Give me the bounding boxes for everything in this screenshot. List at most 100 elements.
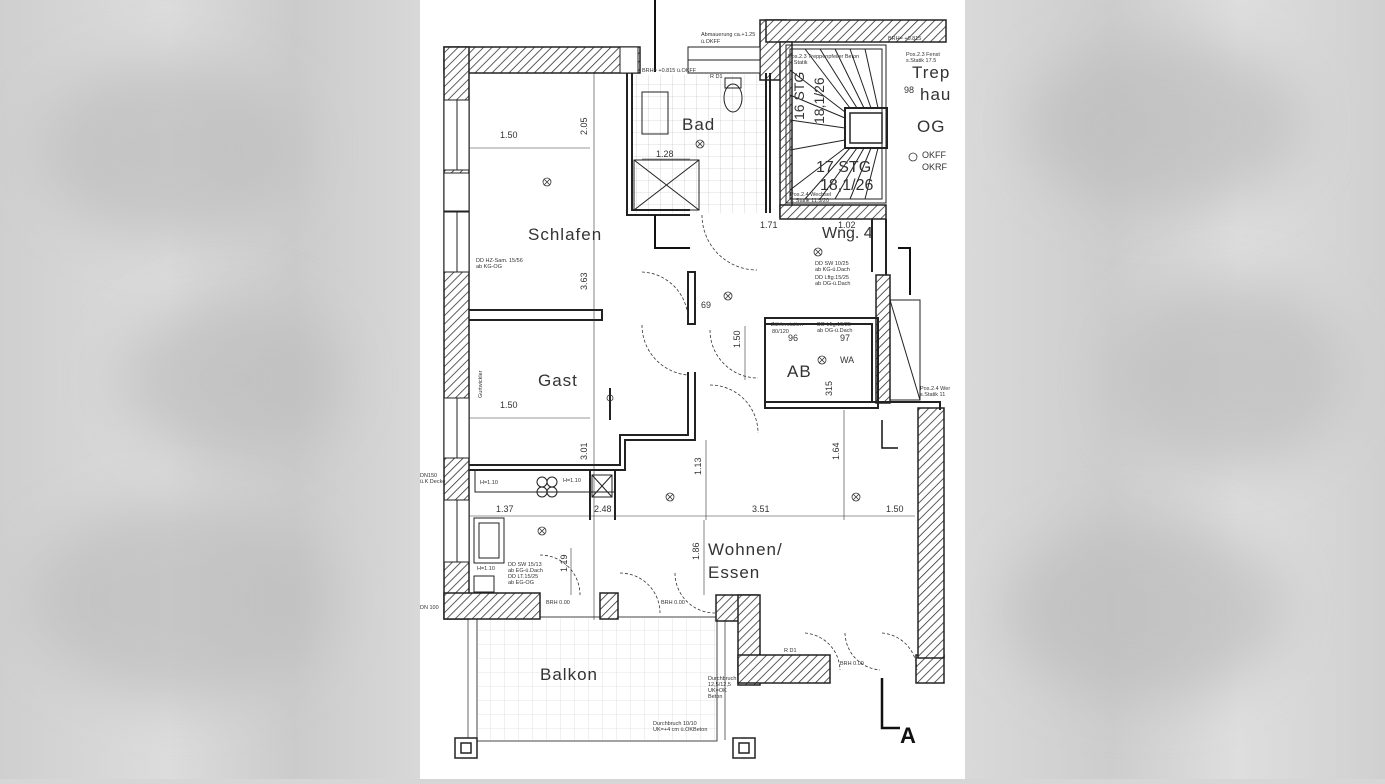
balcony-floor <box>478 618 716 740</box>
ceiling-lights <box>537 139 918 536</box>
bath-fixtures <box>633 77 743 211</box>
room-label-bad: Bad <box>682 115 715 134</box>
dim-label: 3.63 <box>579 272 589 290</box>
dim-label: 2.48 <box>594 504 612 514</box>
note: R D1 <box>784 648 797 654</box>
room-label-gast: Gast <box>538 371 578 390</box>
note: Durchbruch <box>708 676 736 682</box>
note: Durchbruch 10/10 <box>653 721 697 727</box>
note: H=1.10 <box>563 478 581 484</box>
dimension-lines <box>469 73 915 620</box>
dim-label: 1.50 <box>500 130 518 140</box>
note: DD Lftg.15/25 <box>815 275 849 281</box>
note: s.Statik 11 <box>920 392 945 398</box>
dim-label: 2.05 <box>579 117 589 135</box>
dim-label: 3.01 <box>579 442 589 460</box>
door-swings <box>539 214 918 671</box>
note: ab KG-ü.Dach <box>815 267 850 273</box>
floor-plan: A Bad Schlafen Gast Wohnen/ Essen Balkon… <box>420 0 965 779</box>
dim-label: 96 <box>788 333 798 343</box>
dim-label: 1.86 <box>691 542 701 560</box>
note: Beton <box>708 694 722 700</box>
note: BRH= +0.815 <box>888 36 921 42</box>
note: H=1.10 <box>480 480 498 486</box>
dim-label: 1.50 <box>500 400 518 410</box>
dim-label: 1.50 <box>732 330 742 348</box>
note: s.Statik 17.5 <box>906 58 936 64</box>
balcony-posts <box>454 737 756 759</box>
floor-plan-drawing: A Bad Schlafen Gast Wohnen/ Essen Balkon… <box>420 0 951 759</box>
note: ü.K Decke <box>420 479 445 485</box>
note: Gurtwickler <box>478 370 484 398</box>
dim-label: 1.50 <box>886 504 904 514</box>
note: H=1.10 <box>477 566 495 572</box>
note: WA <box>840 355 854 365</box>
note: BRH 0.00 <box>840 661 864 667</box>
note: UK=OK <box>708 688 727 694</box>
label-haus: hau <box>920 85 951 104</box>
note: s. Statik 11.5/20 <box>790 198 829 204</box>
note: ab OG-ü.Dach <box>817 328 852 334</box>
dim-label: 97 <box>840 333 850 343</box>
note: ab OG-ü.Dach <box>815 281 850 287</box>
dim-label: 315 <box>824 381 834 396</box>
note: Pos.2.3 Fenst <box>906 52 940 58</box>
blurred-background-right <box>965 0 1385 779</box>
kitchen-fixtures <box>473 469 616 593</box>
shaft <box>889 299 921 401</box>
note: BRH= +0.815 ü.OKFF <box>642 68 697 74</box>
note: s. Statik <box>788 60 808 66</box>
dim-label: 98 <box>904 85 914 95</box>
dim-label: 1.64 <box>831 442 841 460</box>
note: OKFF <box>922 150 947 160</box>
note: Pos.2.4 Wer <box>920 386 950 392</box>
room-label-essen: Essen <box>708 563 760 582</box>
label-og: OG <box>917 117 945 136</box>
stair-label: 18,1/26 <box>820 177 873 194</box>
dim-label: 1.13 <box>693 457 703 475</box>
note: ü.OKFF <box>701 39 721 45</box>
blurred-background-left <box>0 0 420 779</box>
stairwell <box>785 44 888 204</box>
stair-label: 17 STG <box>816 159 871 176</box>
dim-label: 1.71 <box>760 220 778 230</box>
note: Abmauerung ca.+1.25 <box>701 32 755 38</box>
dim-label: 1.28 <box>656 149 674 159</box>
note: OKRF <box>922 162 948 172</box>
note: Pos.2.4 Wechsel <box>790 192 831 198</box>
dim-label: 1.02 <box>838 220 856 230</box>
note: 12,5/12,5 <box>708 682 731 688</box>
top-wall-windows <box>619 46 761 74</box>
note: DD SW 10/25 <box>815 261 849 267</box>
note: DN150 <box>420 473 437 479</box>
room-label-schlafen: Schlafen <box>528 225 602 244</box>
note: Pos.2.3 Treppenpfeiler Beton <box>788 54 859 60</box>
note: DD SW 15/13 <box>508 562 542 568</box>
dim-label: 3.51 <box>752 504 770 514</box>
note: ab EG-OG <box>508 580 534 586</box>
room-label-balkon: Balkon <box>540 665 598 684</box>
note: UK=+4 cm ü.OKBeton <box>653 727 707 733</box>
room-label-wohnen: Wohnen/ <box>708 540 783 559</box>
interior-walls <box>469 73 941 520</box>
note: DD LT.15/25 <box>508 574 538 580</box>
dim-label: 1.19 <box>559 554 569 572</box>
note: DD Lftg.15/25 <box>817 322 851 328</box>
note: ab KG-OG <box>476 264 502 270</box>
stair-label: 16 STG <box>791 72 807 120</box>
note: Zählerstation <box>771 322 803 328</box>
section-label-a: A <box>900 723 916 748</box>
note: ab EG-ü.Dach <box>508 568 543 574</box>
note: BRH 0.00 <box>661 600 685 606</box>
note: DN 100 <box>420 605 439 611</box>
unit-label-wng: Wng. 4 <box>822 225 873 242</box>
dim-label: 1.37 <box>496 504 514 514</box>
label-treppe: Trep <box>912 63 950 82</box>
note: BRH 0.00 <box>546 600 570 606</box>
dim-label: 69 <box>701 300 711 310</box>
room-label-ab: AB <box>787 362 812 381</box>
section-marker <box>654 0 911 730</box>
note: DD HZ-Sam. 15/56 <box>476 258 523 264</box>
left-wall-windows <box>443 99 470 563</box>
note: 80/120 <box>772 329 789 335</box>
